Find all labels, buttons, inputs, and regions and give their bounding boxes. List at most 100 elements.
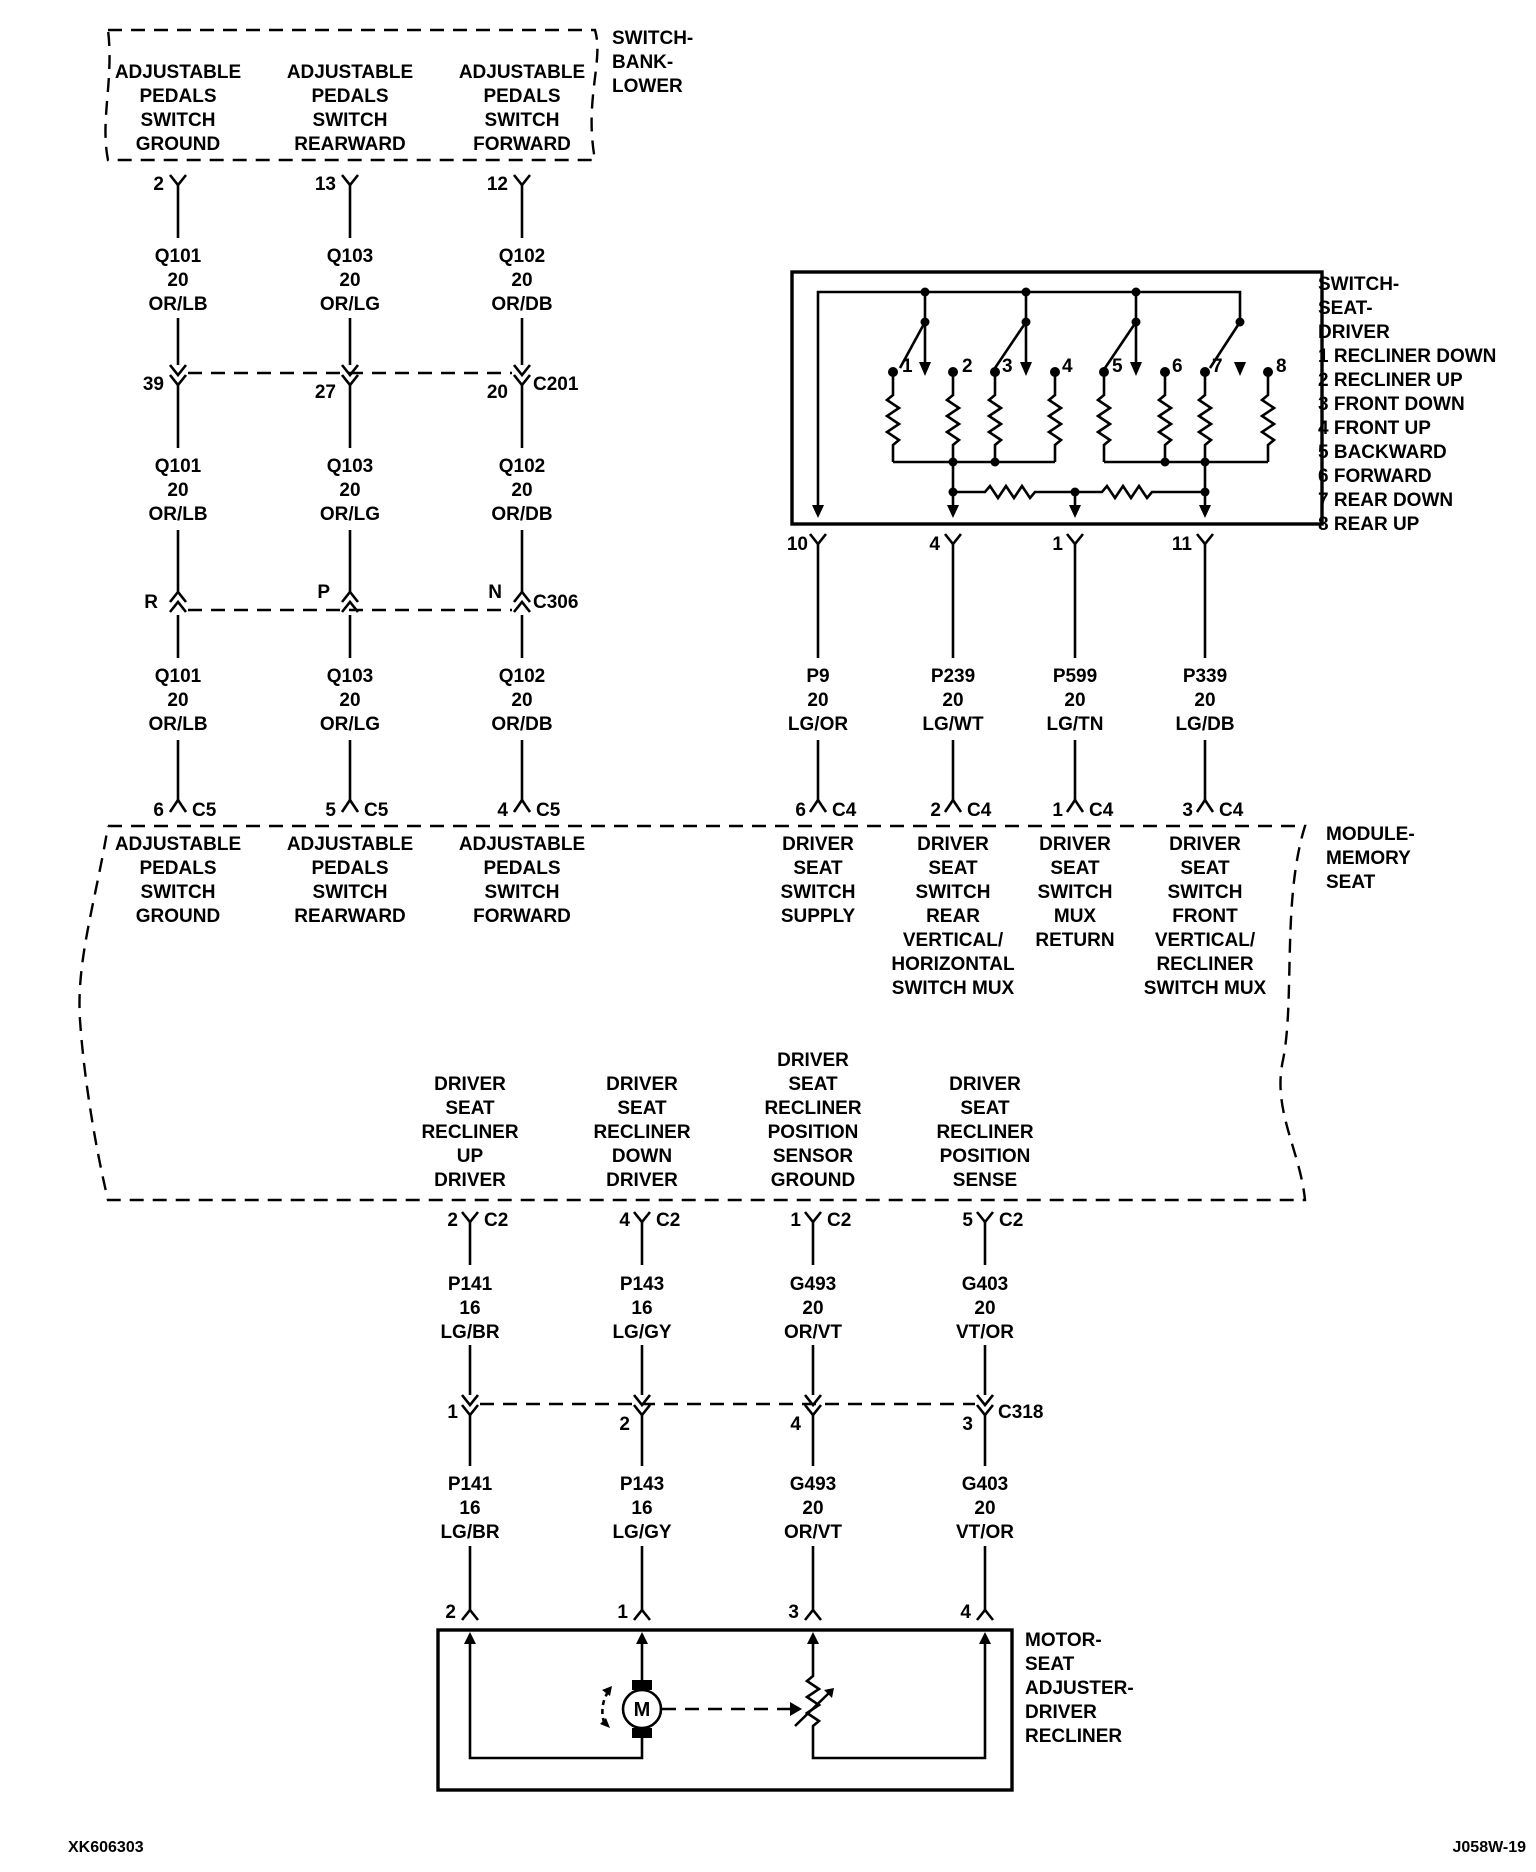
svg-text:P141: P141 (448, 1274, 493, 1295)
footer-left-code: XK606303 (68, 1839, 144, 1856)
svg-text:SWITCH: SWITCH (1038, 882, 1113, 903)
motor-title-1: MOTOR- (1025, 1630, 1102, 1651)
motor-pin-3: 3 (788, 1602, 799, 1623)
svg-text:5: 5 (1112, 356, 1123, 377)
svg-text:16: 16 (631, 1498, 652, 1519)
c5-pin-2: 5 (325, 800, 336, 821)
seat-circuit-labels: P9 20 LG/OR P239 20 LG/WT P599 20 LG/TN … (788, 666, 1235, 735)
switch-bank-function-rearward: ADJUSTABLE PEDALS SWITCH REARWARD (287, 62, 413, 155)
svg-text:LG/BR: LG/BR (440, 1322, 499, 1343)
svg-text:20: 20 (1194, 690, 1215, 711)
svg-text:RECLINER: RECLINER (1156, 954, 1253, 975)
svg-text:8 REAR UP: 8 REAR UP (1318, 514, 1420, 535)
switch-bank-pin-2: 13 (315, 174, 336, 195)
svg-text:Q103: Q103 (327, 246, 373, 267)
svg-text:LG/WT: LG/WT (922, 714, 984, 735)
c4-pin-2: 2 (930, 800, 941, 821)
c306-pin-2: P (317, 582, 330, 603)
svg-text:VT/OR: VT/OR (956, 1522, 1014, 1543)
svg-text:RECLINER: RECLINER (593, 1122, 690, 1143)
svg-text:SENSE: SENSE (953, 1170, 1017, 1191)
c4-label-2: C4 (967, 800, 992, 821)
c5-label-1: C5 (192, 800, 217, 821)
seat-switch-resistors (884, 372, 1277, 512)
svg-text:UP: UP (457, 1146, 484, 1167)
seat-switch-box (790, 270, 1324, 526)
module-title-1: MODULE- (1326, 824, 1415, 845)
seat-switch-pin-10: 10 (787, 534, 808, 555)
svg-text:20: 20 (511, 690, 532, 711)
module-function-pedals-rearward: ADJUSTABLE PEDALS SWITCH REARWARD (287, 834, 413, 927)
svg-text:5 BACKWARD: 5 BACKWARD (1318, 442, 1447, 463)
c318-pin-1: 1 (447, 1402, 458, 1423)
svg-text:20: 20 (511, 480, 532, 501)
svg-text:2: 2 (962, 356, 973, 377)
seat-switch-blades (898, 292, 1246, 376)
module-function-position-sense: DRIVER SEAT RECLINER POSITION SENSE (936, 1074, 1033, 1191)
c2-pin-1: 2 (447, 1210, 458, 1231)
svg-text:DRIVER: DRIVER (777, 1050, 849, 1071)
svg-text:3 FRONT DOWN: 3 FRONT DOWN (1318, 394, 1465, 415)
svg-text:7: 7 (1212, 356, 1223, 377)
svg-text:PEDALS: PEDALS (139, 858, 216, 879)
switch-bank-pin-3: 12 (487, 174, 508, 195)
svg-text:SEAT: SEAT (960, 1098, 1010, 1119)
svg-text:P143: P143 (620, 1274, 664, 1295)
svg-text:P143: P143 (620, 1474, 664, 1495)
switch-bank-title-2: BANK- (612, 52, 673, 73)
svg-text:POSITION: POSITION (768, 1122, 859, 1143)
svg-text:20: 20 (167, 270, 188, 291)
motor-pin-1: 1 (617, 1602, 628, 1623)
seat-switch-title-1: SWITCH- (1318, 274, 1399, 295)
svg-text:SWITCH MUX: SWITCH MUX (1144, 978, 1267, 999)
motor-title-2: SEAT (1025, 1654, 1075, 1675)
module-title-3: SEAT (1326, 872, 1376, 893)
svg-text:G493: G493 (790, 1274, 836, 1295)
svg-text:LG/DB: LG/DB (1175, 714, 1234, 735)
svg-text:GROUND: GROUND (136, 134, 220, 155)
connector-c4: 6 2 1 3 C4 C4 C4 C4 (795, 797, 1244, 821)
seat-switch-title-2: SEAT- (1318, 298, 1373, 319)
svg-text:8: 8 (1276, 356, 1287, 377)
svg-text:DRIVER: DRIVER (434, 1074, 506, 1095)
svg-text:LG/OR: LG/OR (788, 714, 848, 735)
seat-switch-numbers: 1 2 3 4 5 6 7 8 (902, 356, 1287, 377)
connector-c306: R P N C306 (144, 582, 578, 613)
svg-text:FRONT: FRONT (1172, 906, 1238, 927)
svg-text:1: 1 (902, 356, 913, 377)
svg-text:GROUND: GROUND (771, 1170, 855, 1191)
svg-text:RECLINER: RECLINER (764, 1098, 861, 1119)
svg-text:SWITCH: SWITCH (916, 882, 991, 903)
svg-text:Q101: Q101 (155, 456, 202, 477)
svg-text:OR/LB: OR/LB (148, 714, 207, 735)
svg-text:SWITCH MUX: SWITCH MUX (892, 978, 1015, 999)
c4-pin-1: 6 (795, 800, 806, 821)
svg-text:20: 20 (339, 270, 360, 291)
seat-switch-wires (816, 544, 1207, 800)
svg-text:SEAT: SEAT (788, 1074, 838, 1095)
svg-text:4 FRONT UP: 4 FRONT UP (1318, 418, 1431, 439)
seat-switch-pin-11: 11 (1172, 534, 1193, 555)
svg-text:REAR: REAR (926, 906, 980, 927)
svg-text:OR/LG: OR/LG (320, 714, 380, 735)
c318-pin-3: 4 (790, 1414, 801, 1435)
svg-text:SWITCH: SWITCH (1168, 882, 1243, 903)
svg-text:G403: G403 (962, 1474, 1008, 1495)
svg-text:OR/DB: OR/DB (491, 504, 552, 525)
svg-text:G403: G403 (962, 1274, 1008, 1295)
module-function-rear-mux: DRIVER SEAT SWITCH REAR VERTICAL/ HORIZO… (891, 834, 1015, 999)
module-outline (78, 824, 1307, 1202)
c2-label-2: C2 (656, 1210, 680, 1231)
position-sensor-icon (804, 1640, 987, 1760)
connector-c201: 39 27 20 C201 (143, 364, 579, 403)
svg-text:1 RECLINER DOWN: 1 RECLINER DOWN (1318, 346, 1496, 367)
c4-label-1: C4 (832, 800, 857, 821)
seat-switch-pin-1: 1 (1052, 534, 1063, 555)
c5-label-3: C5 (536, 800, 561, 821)
svg-text:ADJUSTABLE: ADJUSTABLE (287, 834, 413, 855)
svg-text:P239: P239 (931, 666, 975, 687)
switch-bank-title-3: LOWER (612, 76, 683, 97)
svg-text:P141: P141 (448, 1474, 493, 1495)
svg-text:RECLINER: RECLINER (936, 1122, 1033, 1143)
